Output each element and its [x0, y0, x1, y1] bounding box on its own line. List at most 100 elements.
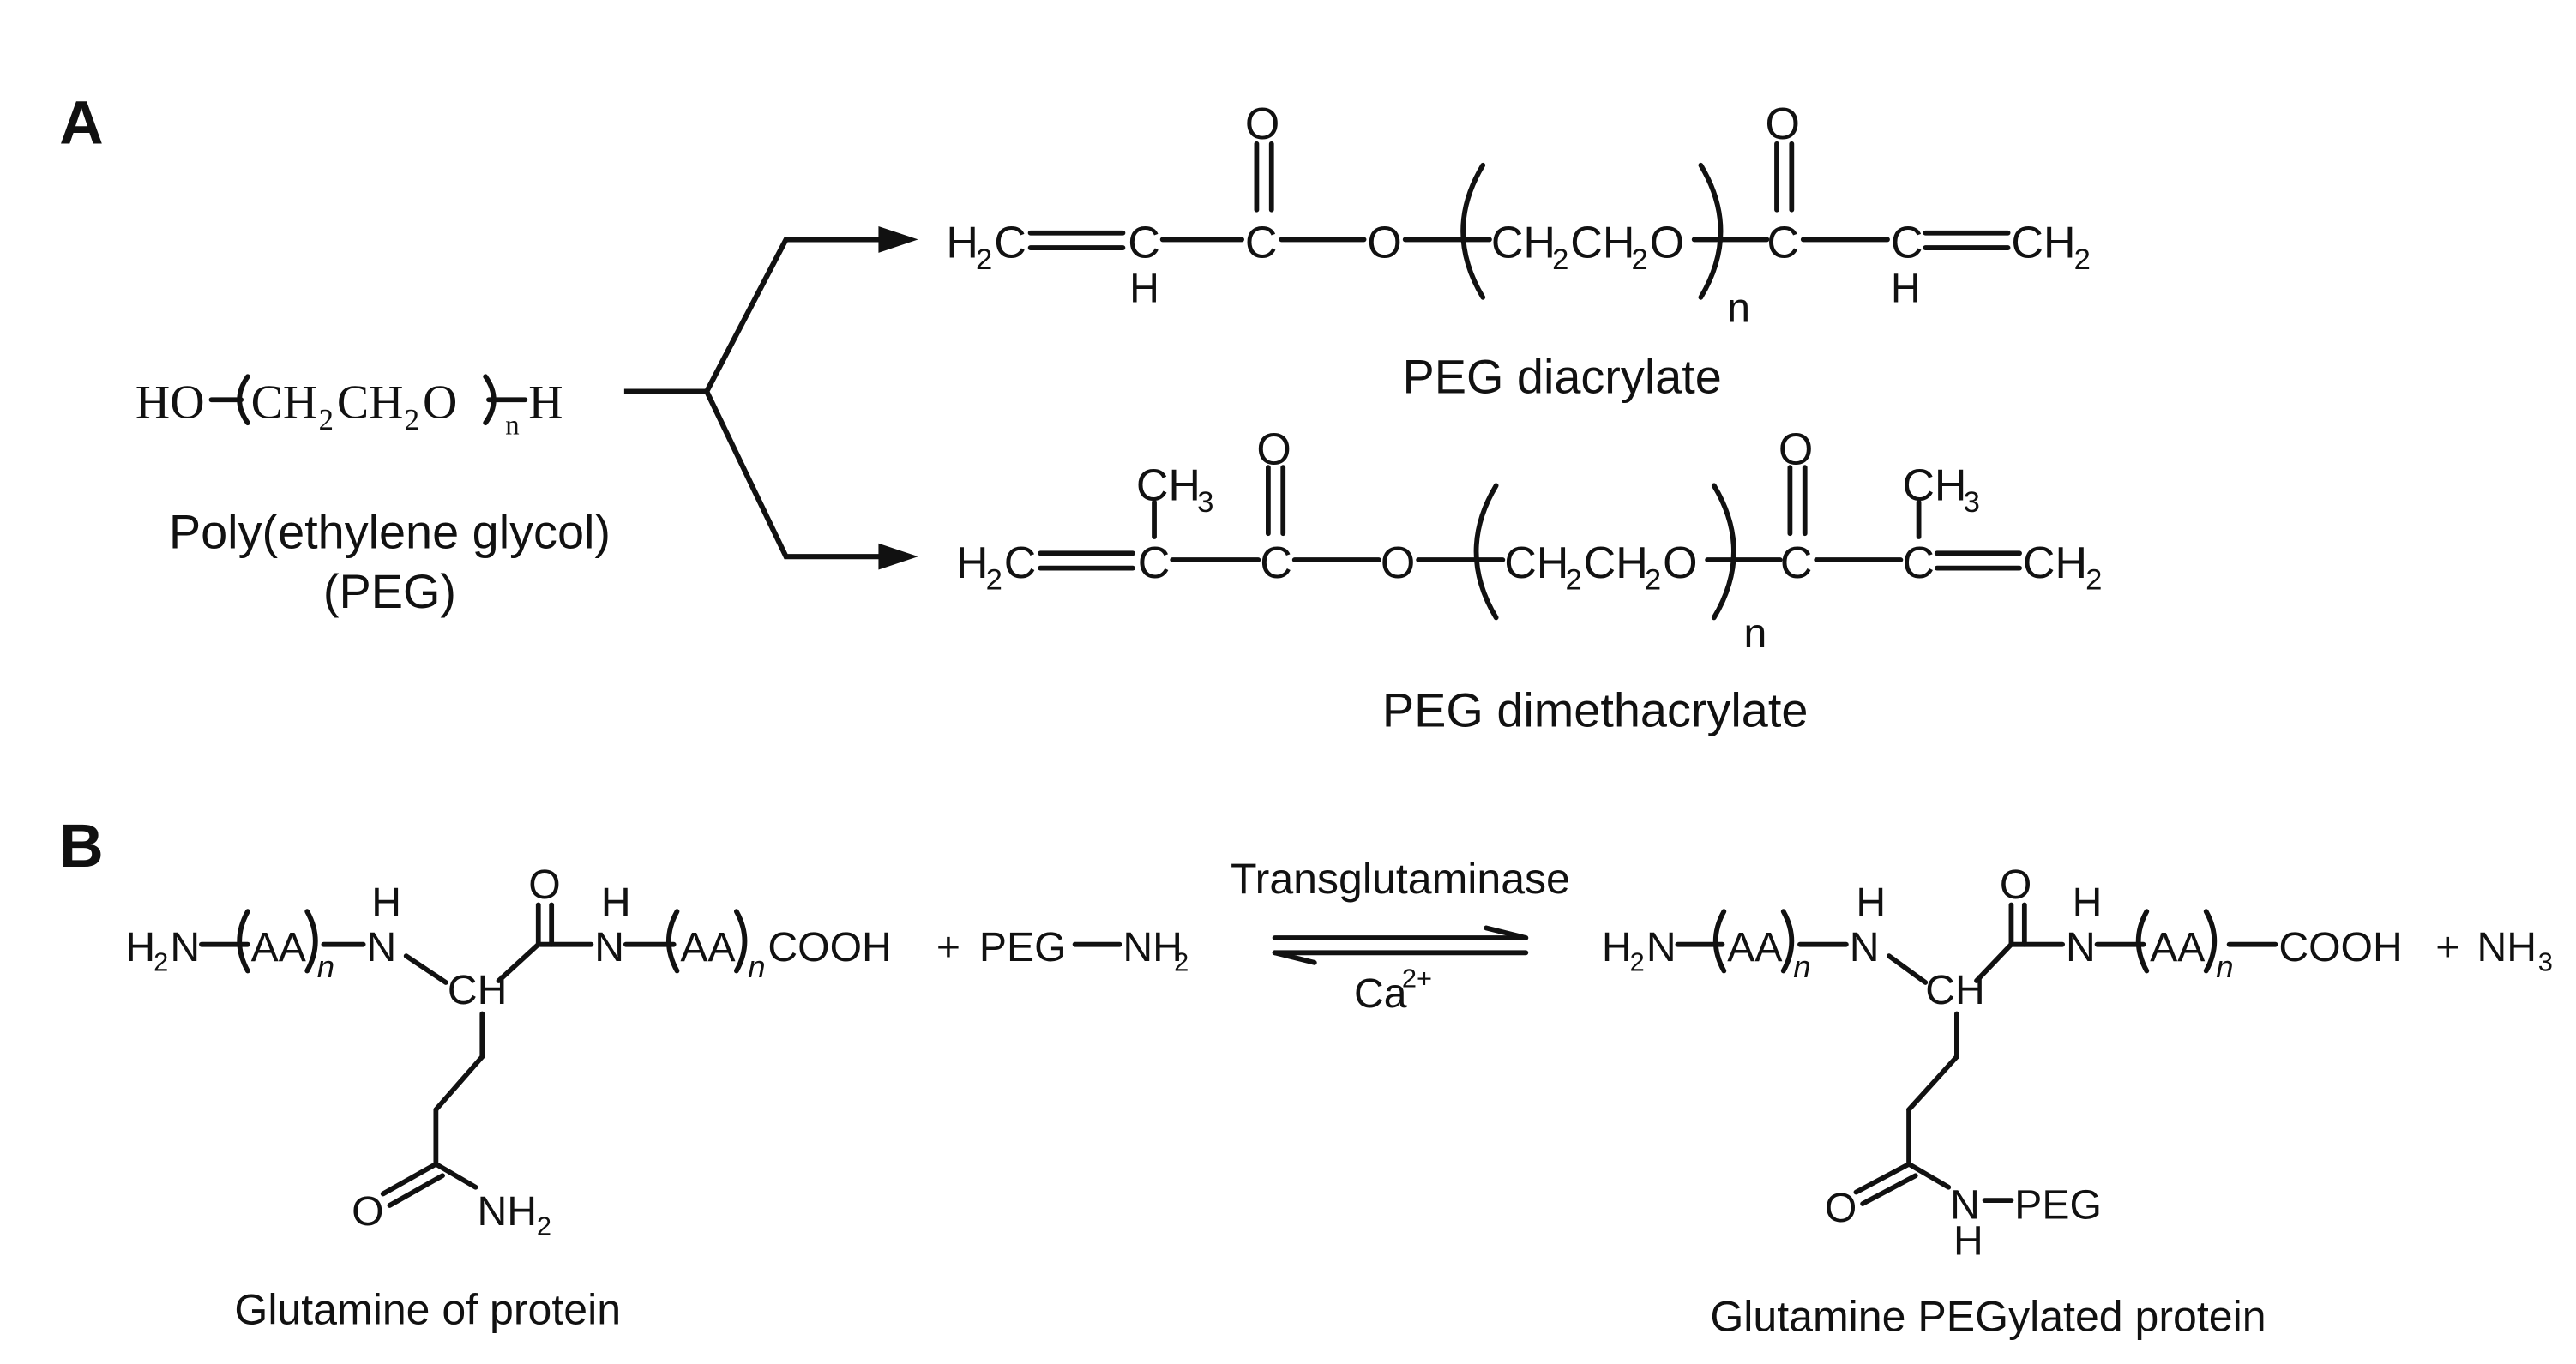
gl-paren-1-close	[304, 909, 318, 974]
da-h5: H	[1891, 266, 1921, 312]
pp-n-2: n	[2216, 949, 2233, 984]
branch-upper	[704, 237, 882, 394]
gl-nh-h-1: H	[371, 880, 401, 926]
dm-c2: C	[1138, 538, 1171, 588]
pp-nh-h-2: H	[2073, 880, 2103, 926]
dm-ch3-1-sub: 3	[1197, 486, 1213, 519]
pp-h2n-sub: 2	[1630, 946, 1645, 976]
da-c4: C	[1766, 219, 1799, 268]
forward-arrowhead	[1484, 925, 1529, 940]
pp-bond-4	[1974, 941, 2014, 983]
pp-paren-1-open	[1712, 909, 1727, 974]
peg-o: O	[423, 376, 457, 429]
pp-aa-2: AA	[2150, 924, 2205, 970]
dm-ch3-2-sub: 3	[1964, 486, 1980, 519]
gl-o-side: O	[352, 1188, 383, 1235]
plus-2: +	[2435, 924, 2459, 970]
peg-sub-2: 2	[405, 404, 419, 436]
glutamine-of-protein-label: Glutamine of protein	[234, 1286, 621, 1334]
da-sub: 2	[976, 243, 992, 276]
dm-c4: C	[1780, 538, 1813, 588]
da-close-paren	[1698, 162, 1724, 300]
dm-unit-ch2: CH	[1584, 538, 1648, 588]
gl-co-side-a	[380, 1161, 439, 1197]
branch-upper-arrowhead	[878, 226, 918, 253]
peg-abbr: (PEG)	[323, 564, 456, 618]
pp-o-side: O	[1825, 1185, 1857, 1231]
pp-ch: CH	[1925, 967, 1985, 1013]
da-n: n	[1727, 285, 1750, 332]
ammonia-nh: NH	[2477, 924, 2537, 970]
pegylated-protein-structure: H 2 N AA n N H CH O N H AA n COOH + NH 3…	[1602, 862, 2553, 1341]
pp-side-h: H	[1953, 1218, 1983, 1265]
da-unit-sub1: 2	[1552, 243, 1568, 276]
dm-ch3-2: CH	[1902, 461, 1966, 511]
da-unit-ch2: CH	[1570, 219, 1634, 268]
gl-cooh: COOH	[767, 924, 891, 970]
peg-dimethacrylate-label: PEG dimethacrylate	[1382, 682, 1808, 736]
gl-paren-2-close	[733, 909, 748, 974]
peg-name: Poly(ethylene glycol)	[169, 505, 611, 559]
gl-nh-n-2: N	[594, 924, 624, 970]
da-o2: O	[1766, 99, 1800, 149]
gl-nh2-sub: 2	[537, 1211, 551, 1241]
dm-c5: C	[1902, 538, 1935, 588]
pp-side-4	[1906, 1161, 1952, 1190]
pp-paren-1-close	[1780, 909, 1795, 974]
pp-co-side-a	[1853, 1161, 1911, 1195]
da-c5: C	[1891, 219, 1923, 268]
pp-co-side-b	[1860, 1173, 1918, 1206]
branch-lower-arrowhead	[878, 543, 918, 570]
da-unit-sub2: 2	[1632, 243, 1648, 276]
peg-amine-sub: 2	[1174, 946, 1189, 976]
peg-amine-nh: NH	[1122, 924, 1183, 970]
dm-ch2-end-sub: 2	[2085, 564, 2102, 597]
peg-ho: HO	[135, 376, 205, 429]
pp-cooh: COOH	[2278, 924, 2402, 970]
gl-side-2	[433, 1054, 485, 1113]
dm-c3: C	[1260, 538, 1292, 588]
glutamine-pegylated-protein-label: Glutamine PEGylated protein	[1710, 1292, 2266, 1340]
peg-sub-1: 2	[319, 404, 334, 436]
da-ch2-end-sub: 2	[2074, 243, 2091, 276]
da-open-paren	[1460, 162, 1486, 300]
peg-ch-2: CH	[337, 376, 404, 429]
da-h2: H	[1129, 266, 1159, 312]
gl-bond-3	[403, 953, 448, 985]
dm-unit-sub2: 2	[1645, 564, 1661, 597]
dm-close-paren	[1711, 483, 1736, 621]
peg-dimethacrylate-structure: H 2 C C CH 3 C O O CH 2 CH 2 O n C O C C…	[956, 424, 2102, 736]
gl-n-2: n	[748, 949, 765, 984]
peg-amine-peg: PEG	[979, 924, 1067, 970]
da-c3: C	[1245, 219, 1278, 268]
pp-nh-n-2: N	[2066, 924, 2096, 970]
pp-paren-2-close	[2203, 909, 2218, 974]
peg-amine-reagent: + PEG NH 2	[936, 924, 1189, 977]
pp-bond-3	[1887, 953, 1929, 985]
gl-nh-n-1: N	[366, 924, 396, 970]
da-c2: C	[1128, 219, 1160, 268]
gl-co-side-b	[387, 1173, 445, 1208]
gl-side-4	[433, 1161, 478, 1190]
branch-arrows	[623, 226, 918, 570]
gl-nh2: NH	[478, 1188, 538, 1235]
branch-lower	[704, 390, 882, 560]
equilibrium-arrows: Transglutaminase Ca 2+	[1231, 855, 1570, 1017]
pp-n-1: n	[1793, 949, 1810, 984]
pp-o-top: O	[2000, 862, 2031, 908]
da-o1: O	[1245, 99, 1279, 149]
reverse-arrowhead	[1272, 950, 1317, 965]
dm-h: H	[956, 538, 989, 588]
peg-h: H	[528, 376, 563, 429]
gl-h2n-n: N	[170, 924, 200, 970]
pp-side-n: N	[1950, 1181, 1980, 1228]
pp-side-peg: PEG	[2014, 1181, 2102, 1228]
cofactor-charge: 2+	[1402, 964, 1432, 994]
peg-n: n	[505, 411, 519, 442]
pp-paren-2-open	[2135, 909, 2150, 974]
gl-aa-1: AA	[251, 924, 306, 970]
cofactor-ca: Ca	[1354, 970, 1407, 1017]
gl-h2n-sub: 2	[153, 946, 168, 976]
